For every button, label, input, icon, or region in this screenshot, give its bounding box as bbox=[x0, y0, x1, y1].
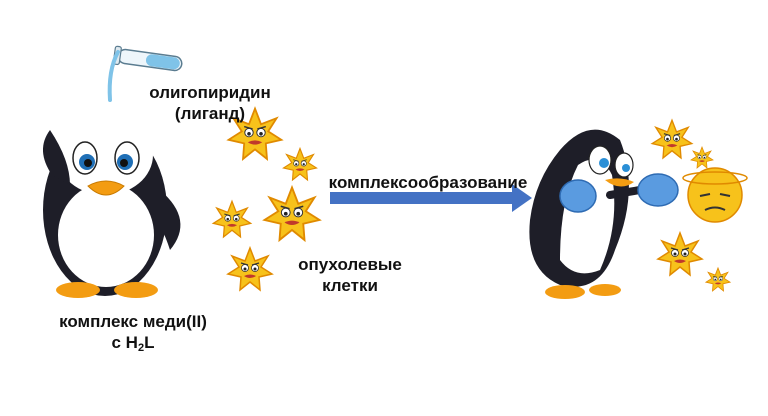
knocked-out-cell-icon bbox=[682, 167, 748, 223]
copper-complex-label: комплекс меди(II) с H2L bbox=[8, 311, 258, 359]
tumor-cell-icon bbox=[657, 232, 703, 276]
ligand-label-line2: (лиганд) bbox=[174, 104, 246, 123]
ligand-label-line1: олигопиридин bbox=[149, 83, 271, 102]
tumor-cell-icon bbox=[282, 147, 318, 181]
tumor-cell-icon bbox=[227, 247, 273, 291]
test-tube-icon bbox=[107, 45, 183, 102]
tumor-cells-label-line1: опухолевые bbox=[298, 255, 402, 274]
tumor-cell-icon bbox=[212, 200, 252, 238]
formula-suffix: L bbox=[144, 333, 155, 352]
boxing-glove-icon bbox=[606, 173, 679, 207]
penguin-icon bbox=[42, 115, 181, 298]
tumor-cells-label-line2: клетки bbox=[322, 276, 378, 295]
ligand-label: олигопиридин (лиганд) bbox=[140, 82, 280, 124]
copper-complex-label-line1: комплекс меди(II) bbox=[59, 312, 207, 331]
copper-complex-label-line2: с H2L bbox=[8, 332, 258, 359]
tumor-cell-icon bbox=[651, 119, 693, 159]
tumor-cells-label: опухолевые клетки bbox=[290, 254, 410, 296]
boxing-penguin-icon bbox=[529, 129, 679, 299]
formula-subscript: 2 bbox=[137, 342, 145, 354]
tumor-cell-icon bbox=[705, 267, 731, 292]
tumor-cell-icon bbox=[263, 186, 321, 241]
complexation-label: комплексообразование bbox=[328, 173, 528, 192]
reaction-arrow bbox=[330, 184, 532, 212]
formula-prefix: с H bbox=[111, 333, 138, 352]
tumor-cell-icon bbox=[690, 146, 714, 169]
